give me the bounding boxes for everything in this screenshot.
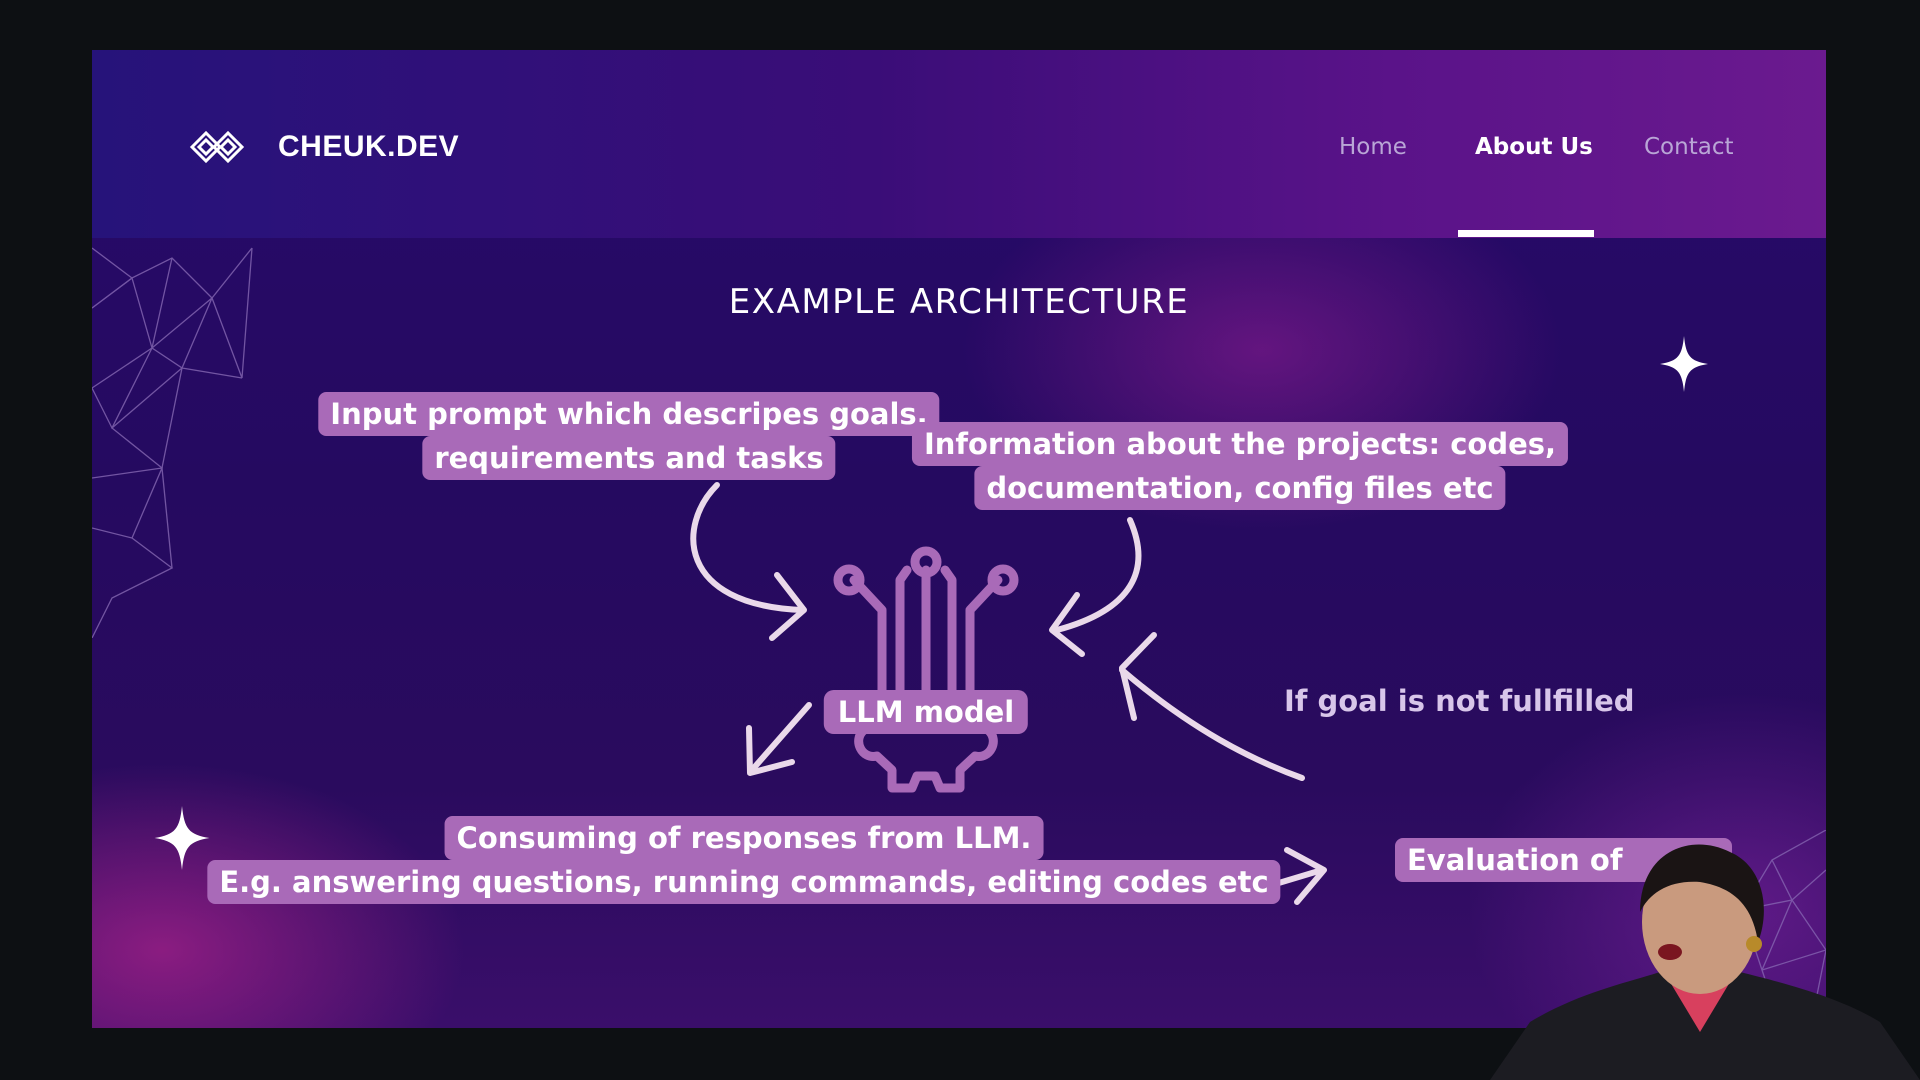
project-info-line-2: documentation, config files etc (974, 466, 1506, 510)
slide-title: EXAMPLE ARCHITECTURE (728, 282, 1190, 322)
nav-about-us-link[interactable]: About Us (1475, 134, 1593, 160)
diamond-chain-logo-icon[interactable] (188, 125, 246, 169)
nav-contact-link[interactable]: Contact (1644, 134, 1734, 160)
loop-condition-note: If goal is not fullfilled (1284, 684, 1635, 718)
brand-name[interactable]: CHEUK.DEV (278, 130, 460, 163)
polygon-decoration-left-icon (92, 247, 253, 638)
active-nav-underline (1458, 230, 1594, 237)
arrow-consuming-to-evaluation-head (1284, 847, 1327, 905)
consuming-line-1: Consuming of responses from LLM. (444, 816, 1044, 860)
arrow-info-to-llm-head (1049, 592, 1085, 657)
llm-circuit-gear-icon (833, 546, 1019, 793)
arrow-input-to-llm-head (769, 572, 807, 641)
top-navigation-bar: CHEUK.DEV Home About Us Contact (92, 50, 1826, 238)
arrow-feedback-loop (1119, 667, 1305, 781)
input-prompt-line-1: Input prompt which descripes goals, (318, 392, 940, 436)
input-prompt-line-2: requirements and tasks (422, 436, 836, 480)
arrow-feedback-loop-head (1119, 632, 1157, 721)
sparkle-icon (1660, 336, 1708, 392)
arrow-input-to-llm (690, 482, 805, 613)
arrow-llm-to-consuming (749, 702, 812, 773)
presenter-webcam-overlay (1490, 844, 1920, 1080)
arrow-info-to-llm (1054, 517, 1142, 633)
sparkle-icon (154, 806, 210, 870)
project-info-line-1: Information about the projects: codes, (911, 422, 1569, 466)
presentation-slide: CHEUK.DEV Home About Us Contact EXAMPLE … (92, 50, 1826, 1028)
llm-model-label: LLM model (823, 690, 1029, 734)
consuming-line-2: E.g. answering questions, running comman… (207, 860, 1281, 904)
nav-home-link[interactable]: Home (1339, 134, 1407, 160)
arrow-llm-to-consuming-head (746, 725, 795, 776)
